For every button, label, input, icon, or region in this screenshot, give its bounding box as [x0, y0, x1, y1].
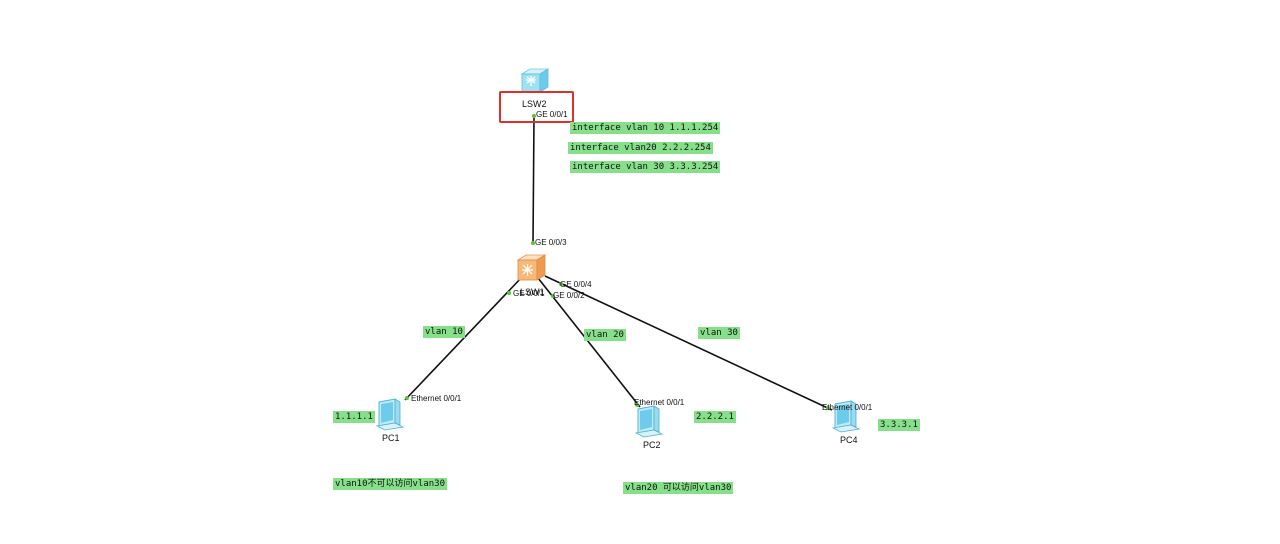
port-dot-lsw1-ge001	[507, 291, 511, 295]
port-label-lsw1-ge003: GE 0/0/3	[535, 238, 567, 247]
port-label-lsw2-ge001: GE 0/0/1	[536, 110, 568, 119]
port-dot-pc1-eth	[405, 396, 409, 400]
port-label-pc4-eth: Ethernet 0/0/1	[822, 403, 873, 412]
port-label-pc2-eth: Ethernet 0/0/1	[634, 398, 685, 407]
port-label-lsw1-ge002: GE 0/0/2	[553, 291, 585, 300]
note-pc2-ip[interactable]: 2.2.2.1	[694, 411, 736, 423]
link-lsw1-pc2[interactable]	[537, 277, 641, 408]
port-dot-lsw2-ge001	[532, 114, 536, 118]
pc-monitor-icon[interactable]	[632, 405, 668, 439]
note-rule-vlan20[interactable]: vlan20 可以访问vlan30	[623, 482, 734, 494]
note-pc4-ip[interactable]: 3.3.3.1	[878, 419, 920, 431]
note-iface-vlan10[interactable]: interface vlan 10 1.1.1.254	[570, 122, 721, 134]
note-iface-vlan20[interactable]: interface vlan20 2.2.2.254	[568, 142, 713, 154]
note-pc1-ip[interactable]: 1.1.1.1	[333, 411, 375, 423]
port-dot-lsw1-ge002	[551, 294, 555, 298]
link-lsw2-lsw1[interactable]	[532, 115, 535, 244]
pc4-name: PC4	[840, 435, 858, 445]
port-dot-pc2-eth	[635, 403, 639, 407]
port-label-lsw1-ge001: GE 0/0/1	[513, 289, 545, 298]
l3-switch-orange-icon[interactable]	[515, 254, 547, 282]
pc1-name: PC1	[382, 433, 400, 443]
port-label-pc1-eth: Ethernet 0/0/1	[411, 394, 462, 403]
l3-switch-blue-icon[interactable]	[518, 68, 550, 94]
note-vlan10[interactable]: vlan 10	[423, 326, 465, 338]
note-iface-vlan30[interactable]: interface vlan 30 3.3.3.254	[570, 161, 721, 173]
link-lsw1-pc4[interactable]	[544, 275, 833, 411]
port-label-lsw1-ge004: GE 0/0/4	[560, 280, 592, 289]
pc2-name: PC2	[643, 440, 661, 450]
lsw2-highlight-box	[499, 91, 574, 123]
pc-monitor-icon[interactable]	[373, 398, 409, 432]
lsw2-name: LSW2	[522, 99, 547, 109]
note-vlan20[interactable]: vlan 20	[584, 329, 626, 341]
note-rule-vlan10[interactable]: vlan10不可以访问vlan30	[333, 478, 448, 490]
port-dot-lsw1-ge004	[559, 282, 563, 286]
note-vlan30[interactable]: vlan 30	[698, 327, 740, 339]
lsw1-name: LSW1	[520, 287, 545, 297]
port-dot-pc4-eth	[826, 406, 830, 410]
link-lsw1-pc1[interactable]	[404, 275, 524, 401]
pc-monitor-icon[interactable]	[829, 400, 865, 434]
port-dot-lsw1-ge003	[531, 241, 535, 245]
